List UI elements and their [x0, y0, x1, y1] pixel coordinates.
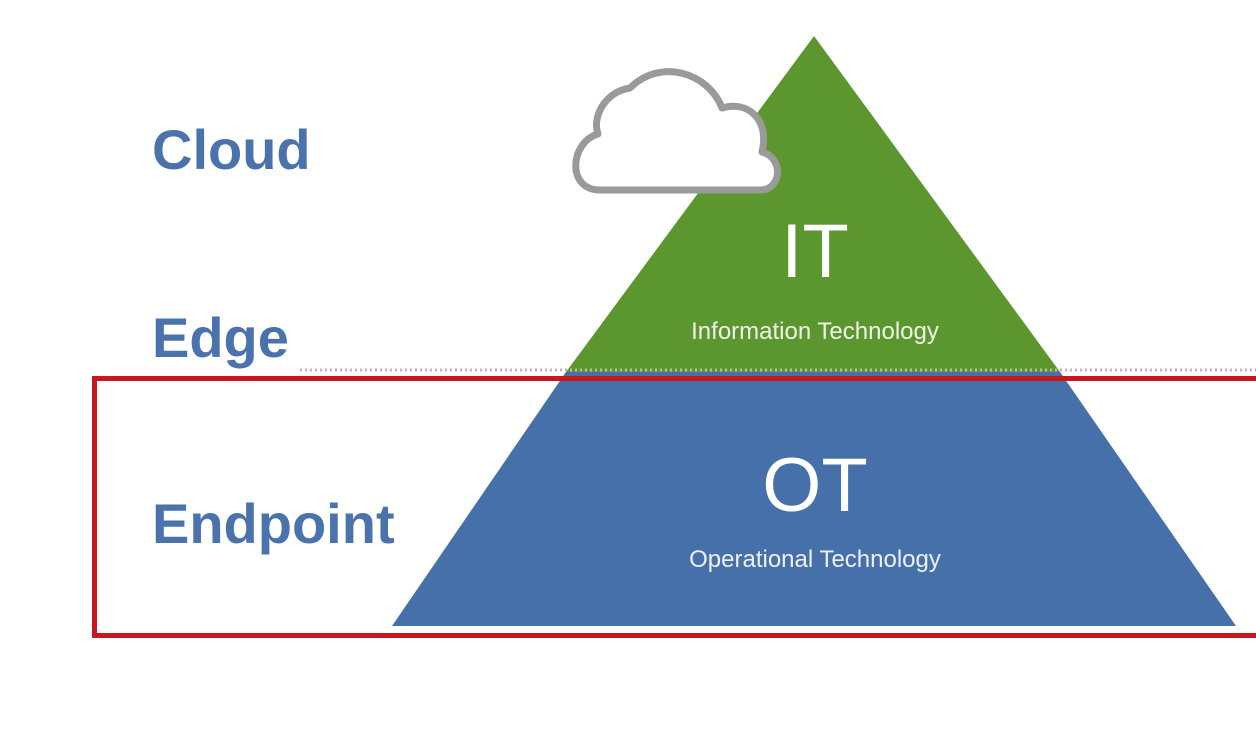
ot-full-name: Operational Technology — [689, 546, 941, 573]
it-abbreviation: IT — [781, 209, 849, 294]
it-full-name: Information Technology — [691, 318, 939, 345]
it-layer — [566, 36, 1060, 372]
ot-layer — [392, 372, 1236, 626]
tier-label-edge: Edge — [152, 306, 289, 369]
ot-abbreviation: OT — [762, 443, 868, 528]
tier-label-endpoint: Endpoint — [152, 492, 395, 555]
cloud-icon — [572, 68, 781, 194]
tier-label-cloud: Cloud — [152, 118, 311, 181]
